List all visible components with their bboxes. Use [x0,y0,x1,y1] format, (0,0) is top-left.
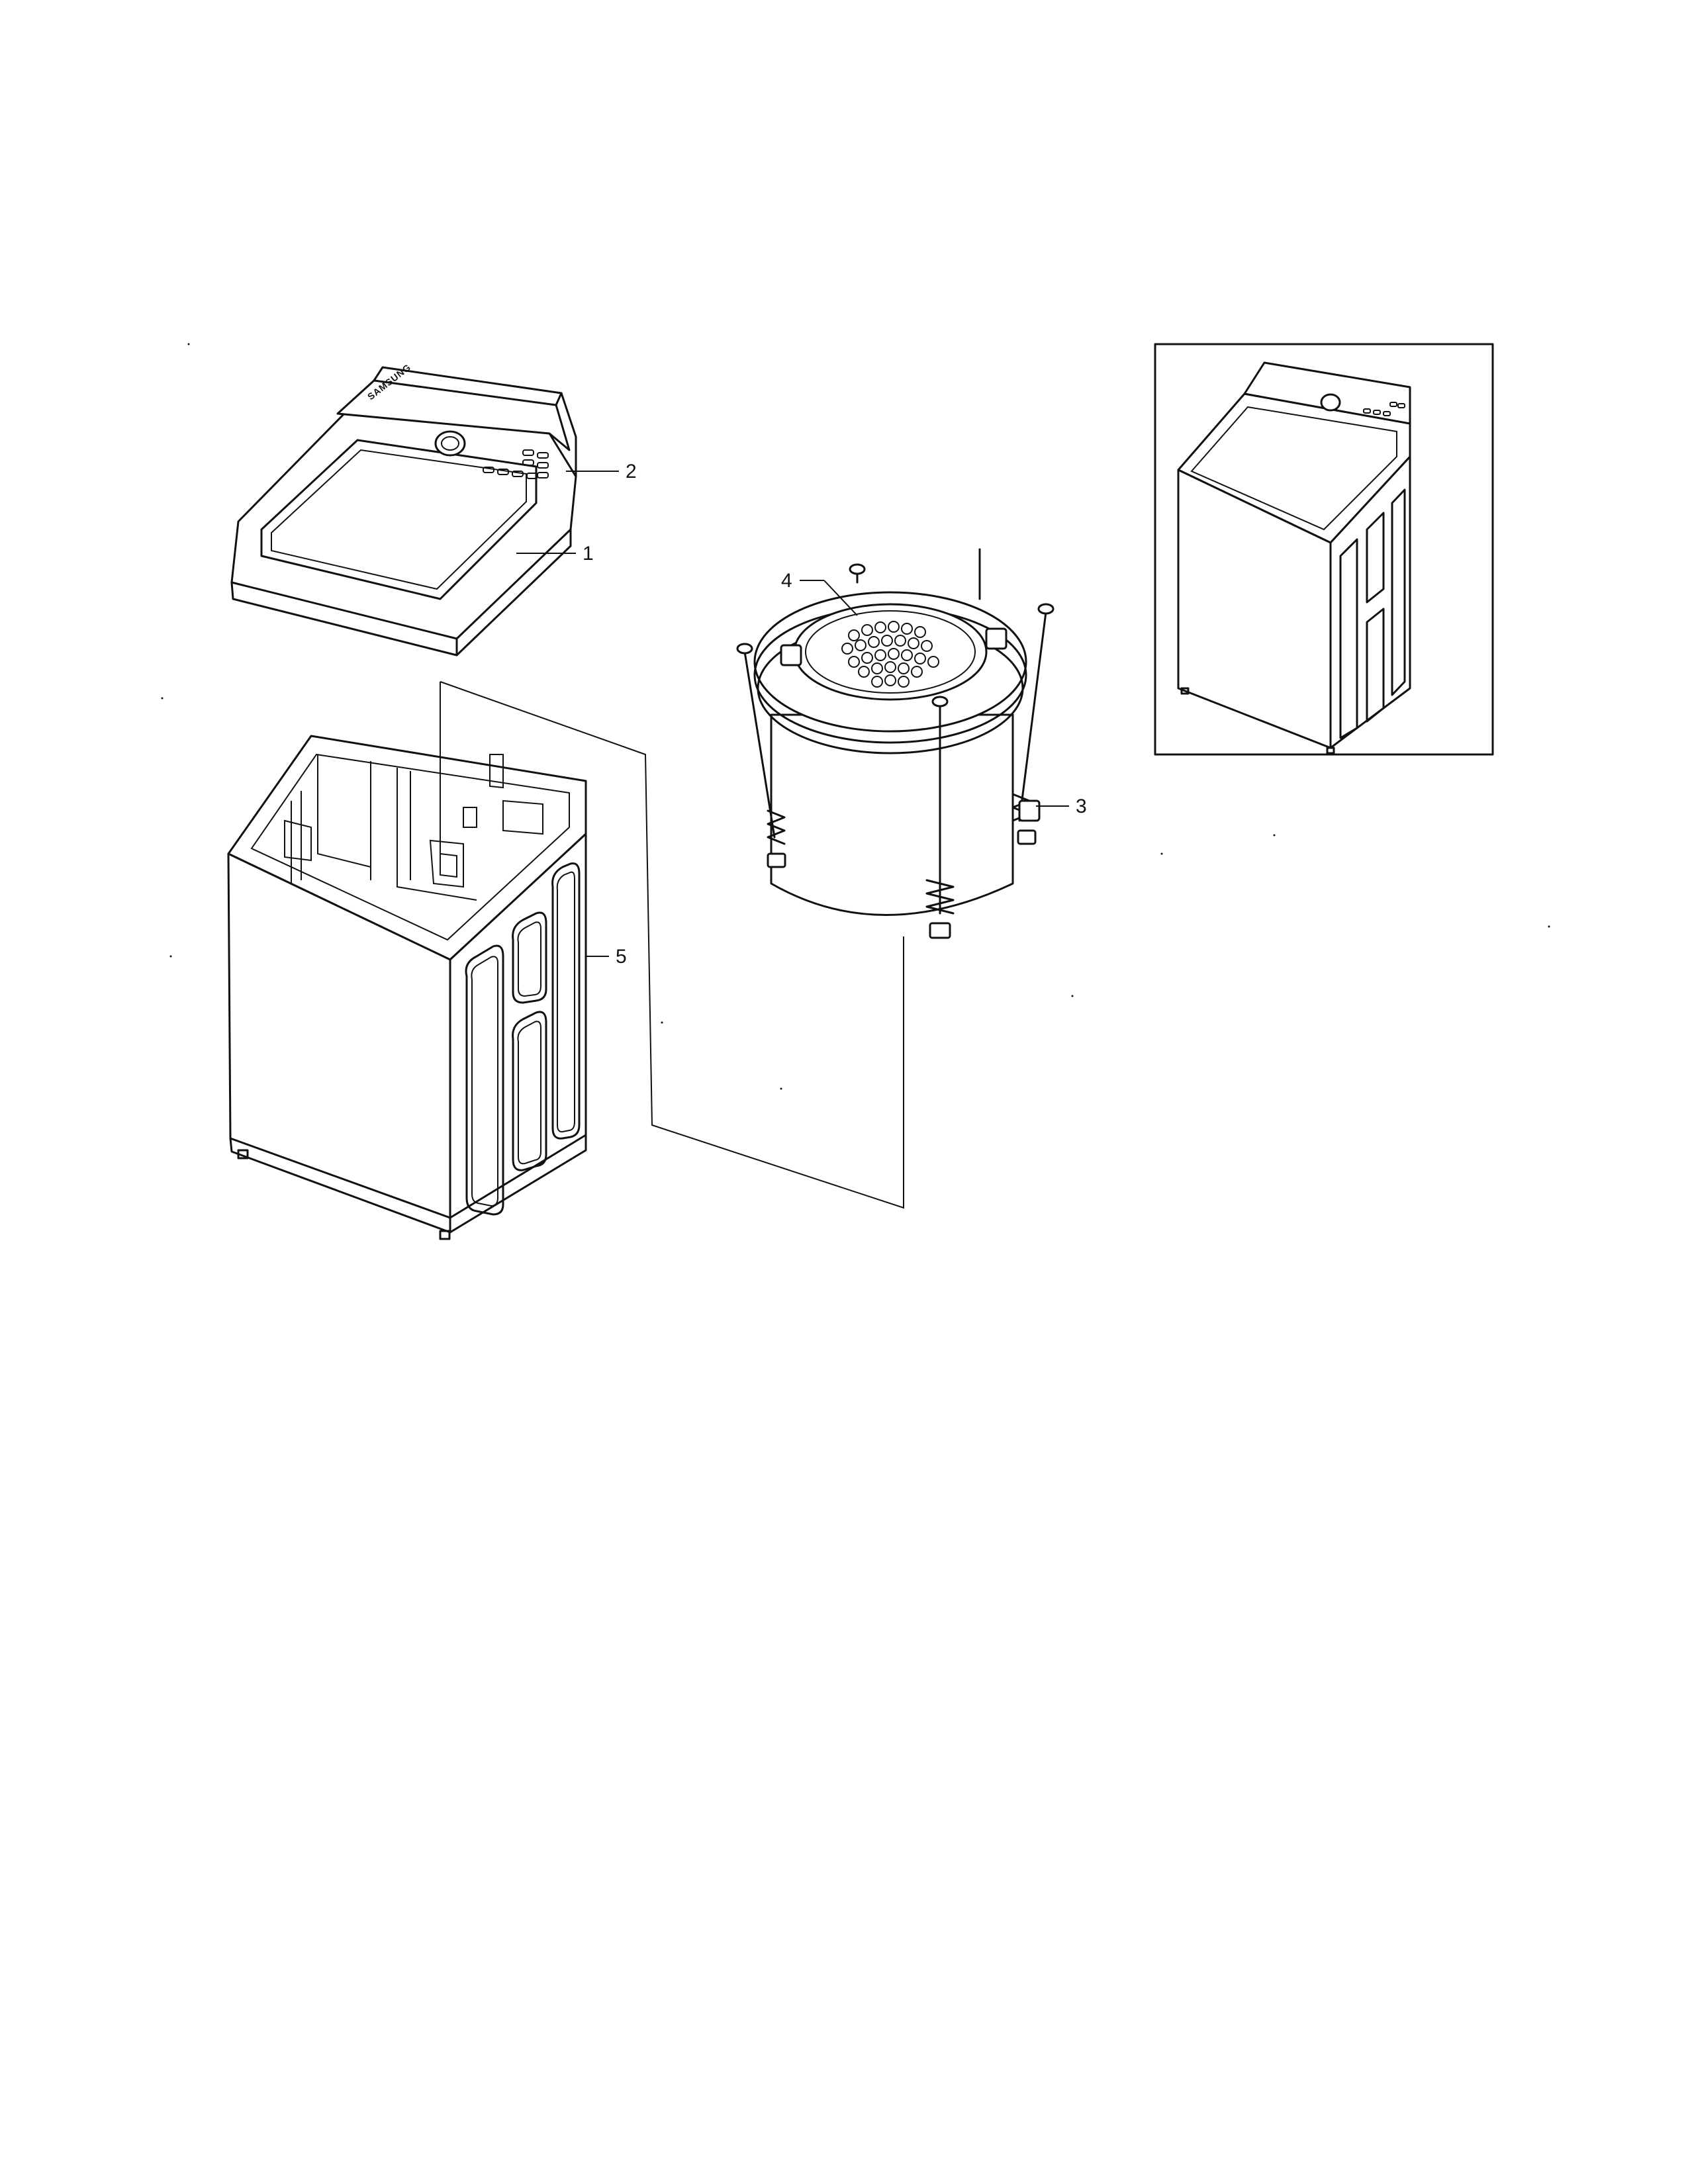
callout-4: 4 [781,570,858,616]
callout-1: 1 [516,543,594,565]
callout-2: 2 [566,461,637,482]
callout-label-5: 5 [616,946,627,968]
callout-5: 5 [586,946,627,968]
callout-label-2: 2 [626,461,637,482]
callout-3: 3 [1036,796,1087,817]
callout-label-1: 1 [583,543,594,565]
callout-label-3: 3 [1076,796,1087,817]
assembly-connector-line [440,681,904,1209]
assembled-washer-inset [1154,343,1494,756]
cabinet-assembly [227,735,587,1240]
callout-label-4: 4 [781,570,792,592]
inset-frame [1154,343,1494,756]
tub-assembly [736,548,1055,939]
top-cover-assembly: SAMSUNG [230,361,577,657]
